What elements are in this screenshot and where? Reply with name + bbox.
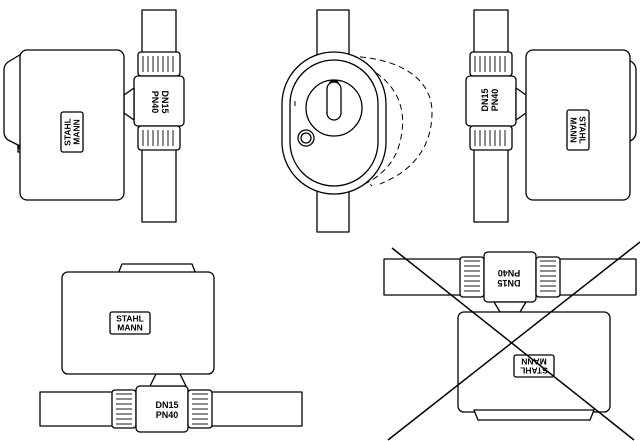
brand-line2: MANN (117, 323, 143, 333)
view-horizontal-actuator-top: DN15 PN40 STAHL MANN (39, 263, 303, 433)
view-vertical-front: I (281, 9, 433, 233)
valve-marking: DN15 PN40 (497, 268, 520, 288)
brand-logo: STAHL MANN (109, 311, 151, 335)
actuator-housing (19, 49, 125, 201)
actuator-housing (525, 49, 631, 201)
actuator-bottom-cover (473, 409, 595, 421)
valve-body (133, 51, 185, 151)
brand-line1: STAHL (116, 314, 144, 324)
valve-size-label: DN15 (160, 90, 170, 113)
manual-override-knob (297, 129, 315, 147)
rotation-arc-inner (339, 55, 404, 191)
actuator-neck (493, 301, 527, 313)
actuator-housing (61, 271, 215, 375)
valve-size-label: DN15 (480, 88, 490, 111)
view-vertical-actuator-right: DN15 PN40 STAHL MANN (465, 9, 637, 223)
brand-line2: MANN (569, 117, 579, 143)
brand-line1: STAHL (578, 116, 588, 144)
valve-pressure-label: PN40 (498, 268, 521, 278)
brand-line1: STAHL (520, 366, 548, 376)
valve-pressure-label: PN40 (156, 410, 179, 420)
indicator-mark-left: I (294, 101, 296, 108)
valve-size-label: DN15 (155, 400, 178, 410)
actuator-neck (515, 87, 527, 121)
valve-pressure-label: PN40 (490, 89, 500, 112)
brand-logo: STAHL MANN (566, 109, 590, 151)
valve-body (111, 385, 213, 433)
position-indicator-handle (326, 81, 342, 121)
brand-line1: STAHL (63, 118, 73, 146)
rotation-arc-outer (339, 55, 433, 185)
brand-logo: STAHL MANN (60, 111, 84, 153)
actuator-neck (123, 87, 135, 121)
brand-line2: MANN (72, 119, 82, 145)
valve-marking: DN15 PN40 (150, 90, 170, 113)
valve-pressure-label: PN40 (150, 91, 160, 114)
valve-size-label: DN15 (497, 278, 520, 288)
cross-mark-icon (387, 241, 640, 441)
view-vertical-actuator-left: DN15 PN40 STAHL MANN (3, 9, 185, 223)
view-horizontal-actuator-bottom-wrong: DN15 PN40 STAHL MANN (383, 241, 640, 441)
valve-body (465, 51, 517, 151)
valve-marking: DN15 PN40 (480, 88, 500, 111)
actuator-neck (149, 373, 187, 387)
